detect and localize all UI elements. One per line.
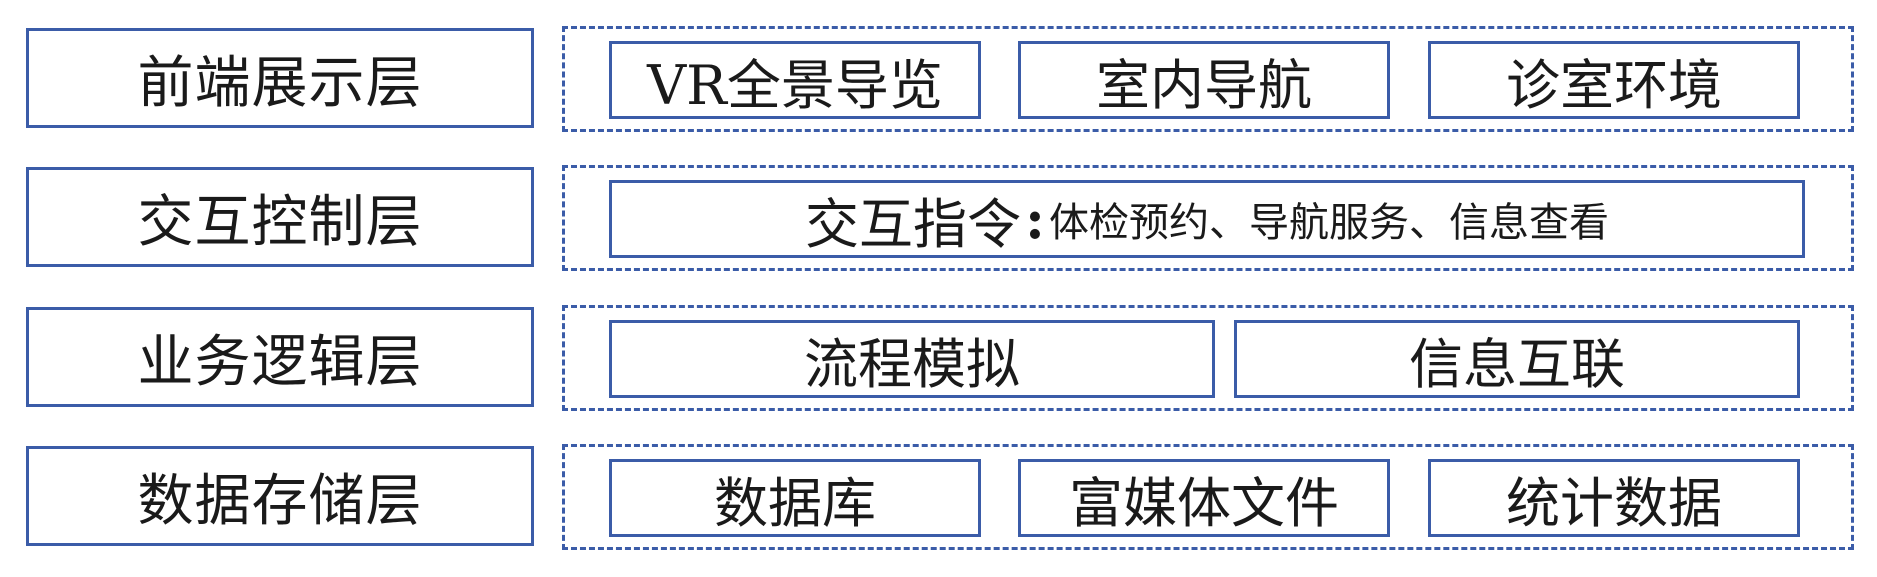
module-rich-media-files: 富媒体文件 [1018, 459, 1390, 537]
layer-group-interaction: 交互指令:体检预约、导航服务、信息查看 [562, 165, 1854, 271]
command-separator: : [1025, 187, 1045, 251]
module-vr-tour: VR全景导览 [609, 41, 981, 119]
layer-label-frontend: 前端展示层 [26, 28, 534, 128]
command-title: 交互指令 [805, 192, 1022, 256]
module-process-simulation: 流程模拟 [609, 320, 1215, 398]
module-information-interconnection: 信息互联 [1234, 320, 1800, 398]
module-statistical-data: 统计数据 [1428, 459, 1800, 537]
module-clinic-environment: 诊室环境 [1428, 41, 1800, 119]
module-database: 数据库 [609, 459, 981, 537]
command-detail: 体检预约、导航服务、信息查看 [1048, 200, 1609, 246]
layer-label-data-storage: 数据存储层 [26, 446, 534, 546]
layer-label-interaction: 交互控制层 [26, 167, 534, 267]
layer-label-business: 业务逻辑层 [26, 307, 534, 407]
layer-group-data-storage: 数据库 富媒体文件 统计数据 [562, 444, 1854, 550]
layer-group-frontend: VR全景导览 室内导航 诊室环境 [562, 26, 1854, 132]
module-interaction-command: 交互指令:体检预约、导航服务、信息查看 [609, 180, 1805, 258]
layer-group-business: 流程模拟 信息互联 [562, 305, 1854, 411]
module-indoor-navigation: 室内导航 [1018, 41, 1390, 119]
